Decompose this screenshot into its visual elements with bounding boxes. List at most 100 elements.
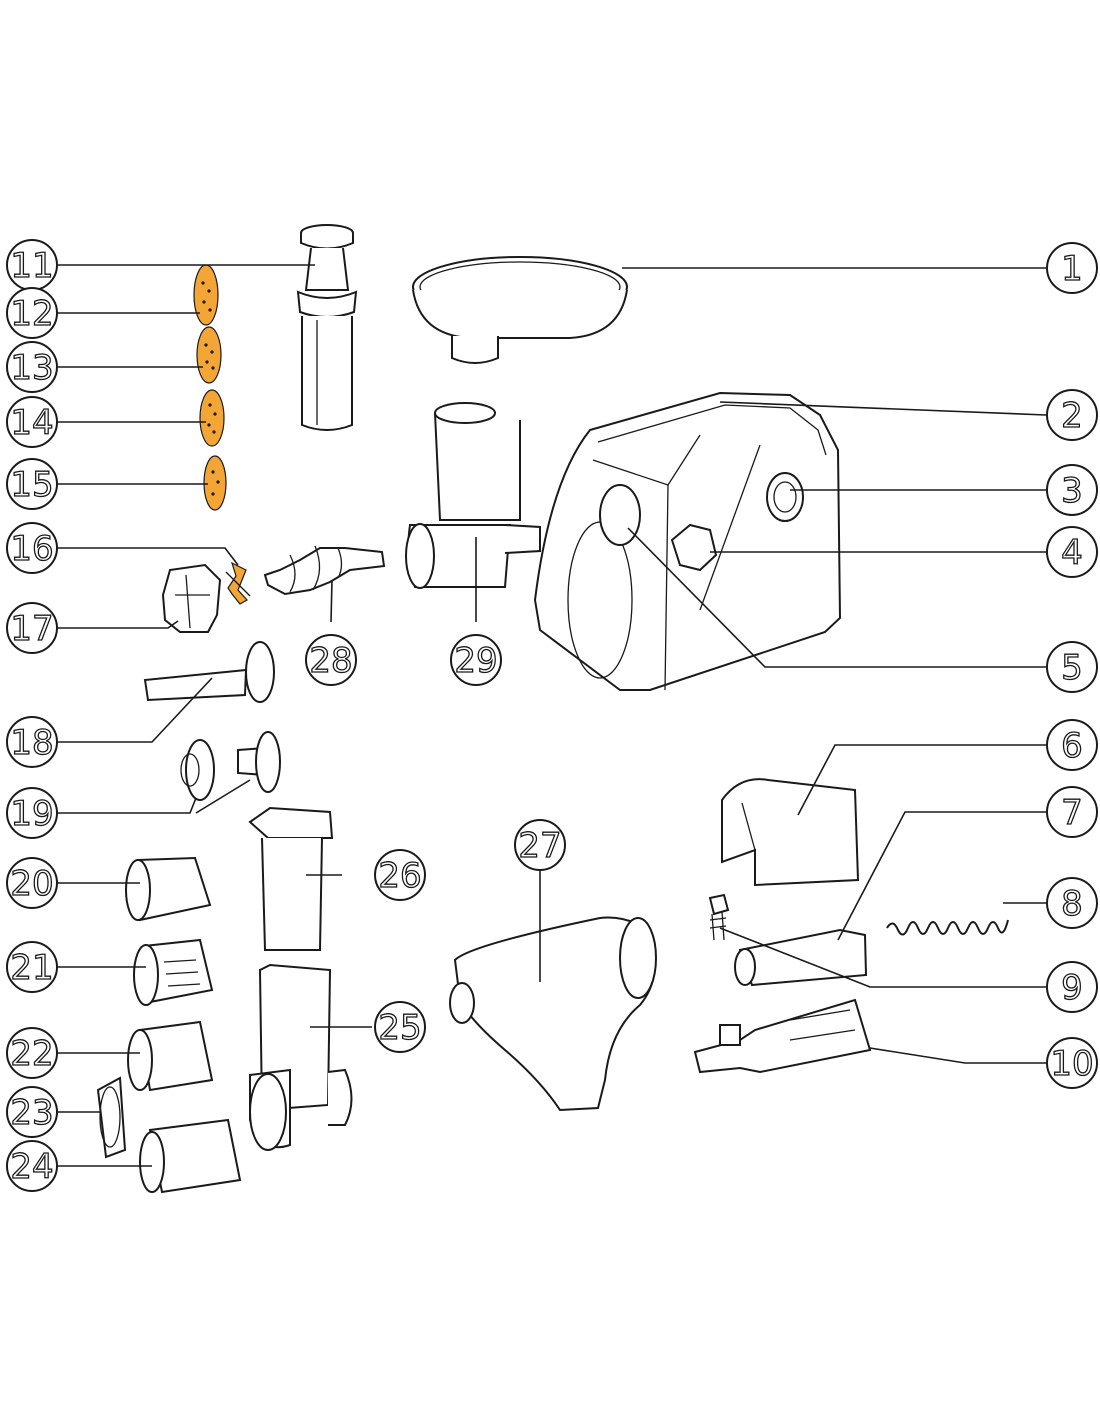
leader-lines — [58, 264, 1047, 1167]
callout-circle — [6, 396, 58, 448]
callout-3: 3 — [1046, 464, 1098, 516]
part-cutting-discs — [193, 264, 227, 511]
callout-circle — [374, 849, 426, 901]
callout-circle — [6, 857, 58, 909]
callout-9: 9 — [1046, 961, 1098, 1013]
callout-circle — [305, 634, 357, 686]
callout-number: 12 — [10, 294, 53, 334]
callout-1: 1 — [1046, 242, 1098, 294]
part-drum-shredder — [133, 938, 214, 1006]
callout-number: 18 — [10, 723, 53, 763]
callout-number: 17 — [10, 609, 53, 649]
callout-number: 19 — [10, 794, 53, 834]
callout-number: 22 — [10, 1034, 53, 1074]
part-pusher — [296, 224, 358, 431]
callout-number: 27 — [518, 826, 561, 866]
part-cone-holder — [161, 563, 222, 633]
callout-circle — [514, 819, 566, 871]
callout-14: 14 — [6, 396, 58, 448]
callout-number: 4 — [1061, 533, 1083, 573]
callout-circle — [6, 716, 58, 768]
callout-5: 5 — [1046, 641, 1098, 693]
callout-circle — [6, 602, 58, 654]
callout-circle — [1046, 389, 1098, 441]
part-juicer-housing — [449, 916, 657, 1112]
callout-number: 7 — [1061, 793, 1083, 833]
callout-7: 7 — [1046, 786, 1098, 838]
callout-21: 21 — [6, 941, 58, 993]
callout-number: 16 — [10, 529, 53, 569]
callout-27: 27 — [514, 819, 566, 871]
part-drum-holder — [96, 1076, 127, 1159]
callout-10: 10 — [1046, 1037, 1098, 1089]
callout-number: 2 — [1061, 396, 1083, 436]
callout-circle — [1046, 464, 1098, 516]
callout-number: 25 — [378, 1008, 421, 1048]
callout-circle — [1046, 1037, 1098, 1089]
part-drum-grater — [127, 1020, 214, 1092]
part-drum-fine — [139, 1118, 242, 1194]
callout-number: 5 — [1061, 648, 1083, 688]
callout-20: 20 — [6, 857, 58, 909]
part-grinder-head — [405, 402, 541, 589]
callout-number: 11 — [10, 246, 53, 286]
callout-25: 25 — [374, 1001, 426, 1053]
callout-circle — [6, 941, 58, 993]
callout-22: 22 — [6, 1027, 58, 1079]
callout-circle — [1046, 877, 1098, 929]
callout-19: 19 — [6, 787, 58, 839]
part-drum-slicer — [125, 856, 212, 922]
part-kebbe-attachment — [180, 731, 281, 801]
callout-number: 26 — [378, 856, 421, 896]
callout-11: 11 — [6, 239, 58, 291]
callout-18: 18 — [6, 716, 58, 768]
callout-circle — [6, 1140, 58, 1192]
callout-circle — [1046, 786, 1098, 838]
part-slicer-body — [249, 963, 353, 1151]
callout-2: 2 — [1046, 389, 1098, 441]
part-cross-knife — [225, 561, 251, 605]
callout-circle — [1046, 961, 1098, 1013]
callout-6: 6 — [1046, 719, 1098, 771]
callout-12: 12 — [6, 287, 58, 339]
callout-number: 15 — [10, 465, 53, 505]
part-juicer-screw — [693, 998, 872, 1074]
callout-number: 14 — [10, 403, 53, 443]
callout-circle — [6, 341, 58, 393]
callout-number: 13 — [10, 348, 53, 388]
callout-16: 16 — [6, 522, 58, 574]
callout-number: 8 — [1061, 884, 1083, 924]
callout-number: 3 — [1061, 471, 1083, 511]
callout-28: 28 — [305, 634, 357, 686]
callout-8: 8 — [1046, 877, 1098, 929]
callout-number: 1 — [1061, 249, 1083, 289]
callout-4: 4 — [1046, 526, 1098, 578]
callout-bubbles: 1234567891011121314151617181920212223242… — [6, 239, 1098, 1192]
callout-circle — [1046, 719, 1098, 771]
part-screw — [708, 893, 730, 941]
part-strainer — [734, 928, 868, 987]
callout-circle — [6, 458, 58, 510]
part-juicer-cover — [721, 778, 860, 887]
callout-number: 28 — [309, 641, 352, 681]
callout-circle — [6, 287, 58, 339]
callout-number: 21 — [10, 948, 53, 988]
callout-number: 10 — [1050, 1044, 1093, 1084]
callout-13: 13 — [6, 341, 58, 393]
callout-26: 26 — [374, 849, 426, 901]
callout-29: 29 — [450, 634, 502, 686]
callout-circle — [1046, 526, 1098, 578]
part-auger — [263, 545, 386, 596]
callout-circle — [374, 1001, 426, 1053]
callout-circle — [6, 787, 58, 839]
callout-number: 9 — [1061, 968, 1083, 1008]
callout-23: 23 — [6, 1086, 58, 1138]
part-motor-body — [533, 391, 842, 691]
callout-number: 6 — [1061, 726, 1083, 766]
part-food-pusher — [248, 806, 334, 951]
callout-circle — [6, 522, 58, 574]
part-spring — [886, 919, 1009, 936]
callout-number: 29 — [454, 641, 497, 681]
callout-circle — [450, 634, 502, 686]
